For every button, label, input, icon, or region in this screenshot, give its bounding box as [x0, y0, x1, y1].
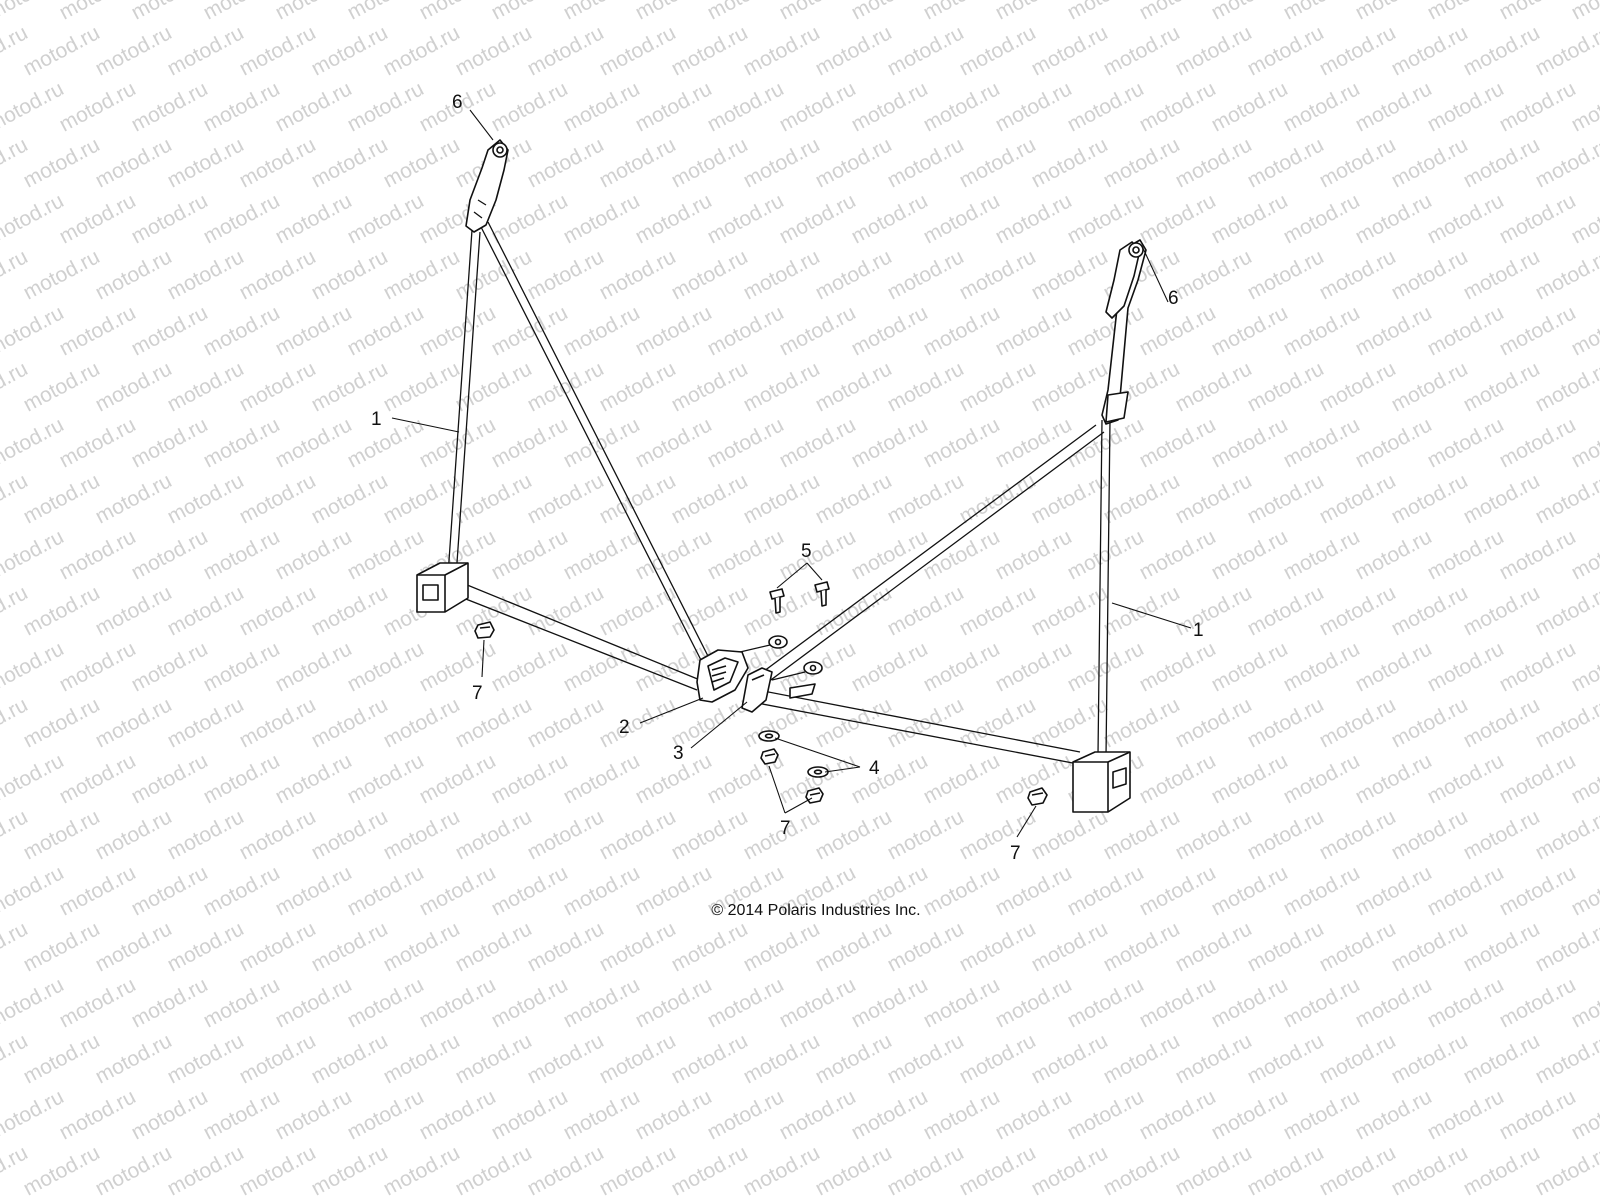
buckle: [696, 635, 788, 703]
callout-washers: 4: [869, 758, 880, 779]
callout-right-belt: 1: [1193, 620, 1204, 641]
left-diagonal-strap: [479, 221, 712, 669]
right-upper-anchor: [1101, 239, 1147, 425]
right-lap-strap: [751, 689, 1081, 765]
left-retractor: [416, 562, 469, 613]
callout-nut-right: 7: [1010, 843, 1021, 864]
right-diagonal-strap: [751, 424, 1105, 689]
callout-left-belt: 1: [371, 409, 382, 430]
callout-upper-right-anchor: 6: [1168, 288, 1179, 309]
right-nut: [1027, 787, 1048, 806]
callout-buckle: 2: [619, 717, 630, 738]
right-seat-belt-assembly: [741, 239, 1147, 813]
right-vertical-strap: [1097, 419, 1111, 758]
leader-lines: [391, 109, 1192, 838]
left-upper-anchor: [465, 139, 509, 233]
left-seat-belt-assembly: [416, 139, 788, 703]
callout-numbers: 6 6 1 1 2 3 4 5 7 7 7: [371, 92, 1204, 864]
callout-nut-center: 7: [780, 818, 791, 839]
callout-tongue: 3: [673, 743, 684, 764]
callout-nut-left: 7: [472, 683, 483, 704]
tongue: [741, 661, 823, 713]
right-retractor: [1072, 751, 1131, 813]
copyright-notice: © 2014 Polaris Industries Inc.: [711, 902, 921, 919]
left-nut: [474, 621, 495, 639]
left-lap-strap: [447, 579, 701, 691]
washers: [758, 730, 829, 778]
bolts: [769, 581, 830, 614]
callout-upper-left-anchor: 6: [452, 92, 463, 113]
left-vertical-strap: [447, 229, 481, 578]
callout-bolts: 5: [801, 541, 812, 562]
